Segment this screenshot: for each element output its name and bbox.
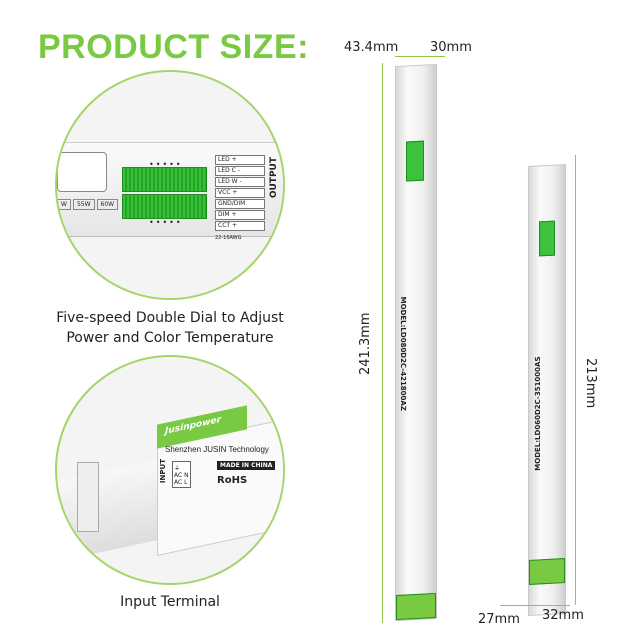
length-dimension: 241.3mm [358, 312, 373, 375]
dial-block [539, 220, 555, 257]
dial-detail-callout: W 55W 60W ••••• ••••• LED + LED C - LED … [55, 70, 285, 300]
made-in-badge: MADE IN CHINA [217, 461, 276, 470]
wattage-labels: W 55W 60W [57, 199, 119, 210]
brand-strip [396, 592, 436, 621]
input-caption: Input Terminal [120, 594, 220, 610]
input-terminal-callout: Jusinpower Shenzhen JUSIN Technology INP… [55, 355, 285, 585]
width-dimension: 43.4mm [344, 40, 399, 55]
width-dimension: 27mm [478, 612, 520, 627]
dimension-line-bottom [500, 605, 570, 606]
maker-text: Shenzhen JUSIN Technology [165, 445, 269, 454]
height-dimension: 30mm [430, 40, 472, 55]
cct-dial [122, 194, 207, 219]
driver-large: MODEL:LD080D2C-421800AZ [395, 63, 437, 622]
dial-dots-top: ••••• [149, 160, 183, 169]
dial-block [406, 140, 424, 182]
dimension-line-length [382, 63, 383, 623]
dimension-line-length [575, 155, 576, 605]
output-terminal-block: LED + LED C - LED W - VCC + GND/DIM DIM … [215, 155, 265, 232]
output-label: OUTPUT [269, 157, 279, 199]
model-label: MODEL:LD060D2C-351000AS [534, 356, 542, 471]
terminal-clips [77, 462, 99, 532]
power-dial [122, 167, 207, 192]
dial-dots-bottom: ••••• [149, 218, 183, 227]
driver-small: MODEL:LD060D2C-351000AS [528, 164, 566, 616]
model-label: MODEL:LD080D2C-421800AZ [399, 296, 407, 412]
length-dimension: 213mm [583, 358, 598, 409]
input-label: INPUT [159, 459, 167, 484]
brand-strip [529, 558, 565, 585]
page-title: PRODUCT SIZE: [38, 28, 309, 66]
rohs-mark: RoHS [217, 475, 248, 486]
dimension-line-top [395, 56, 445, 57]
label-window [57, 152, 107, 192]
dial-caption: Five-speed Double Dial to Adjust Power a… [56, 310, 284, 346]
wire-gauge: 22-16AWG [215, 235, 242, 241]
input-terminal-block: ⏚ AC N AC L [172, 461, 191, 488]
height-dimension: 32mm [542, 608, 584, 623]
